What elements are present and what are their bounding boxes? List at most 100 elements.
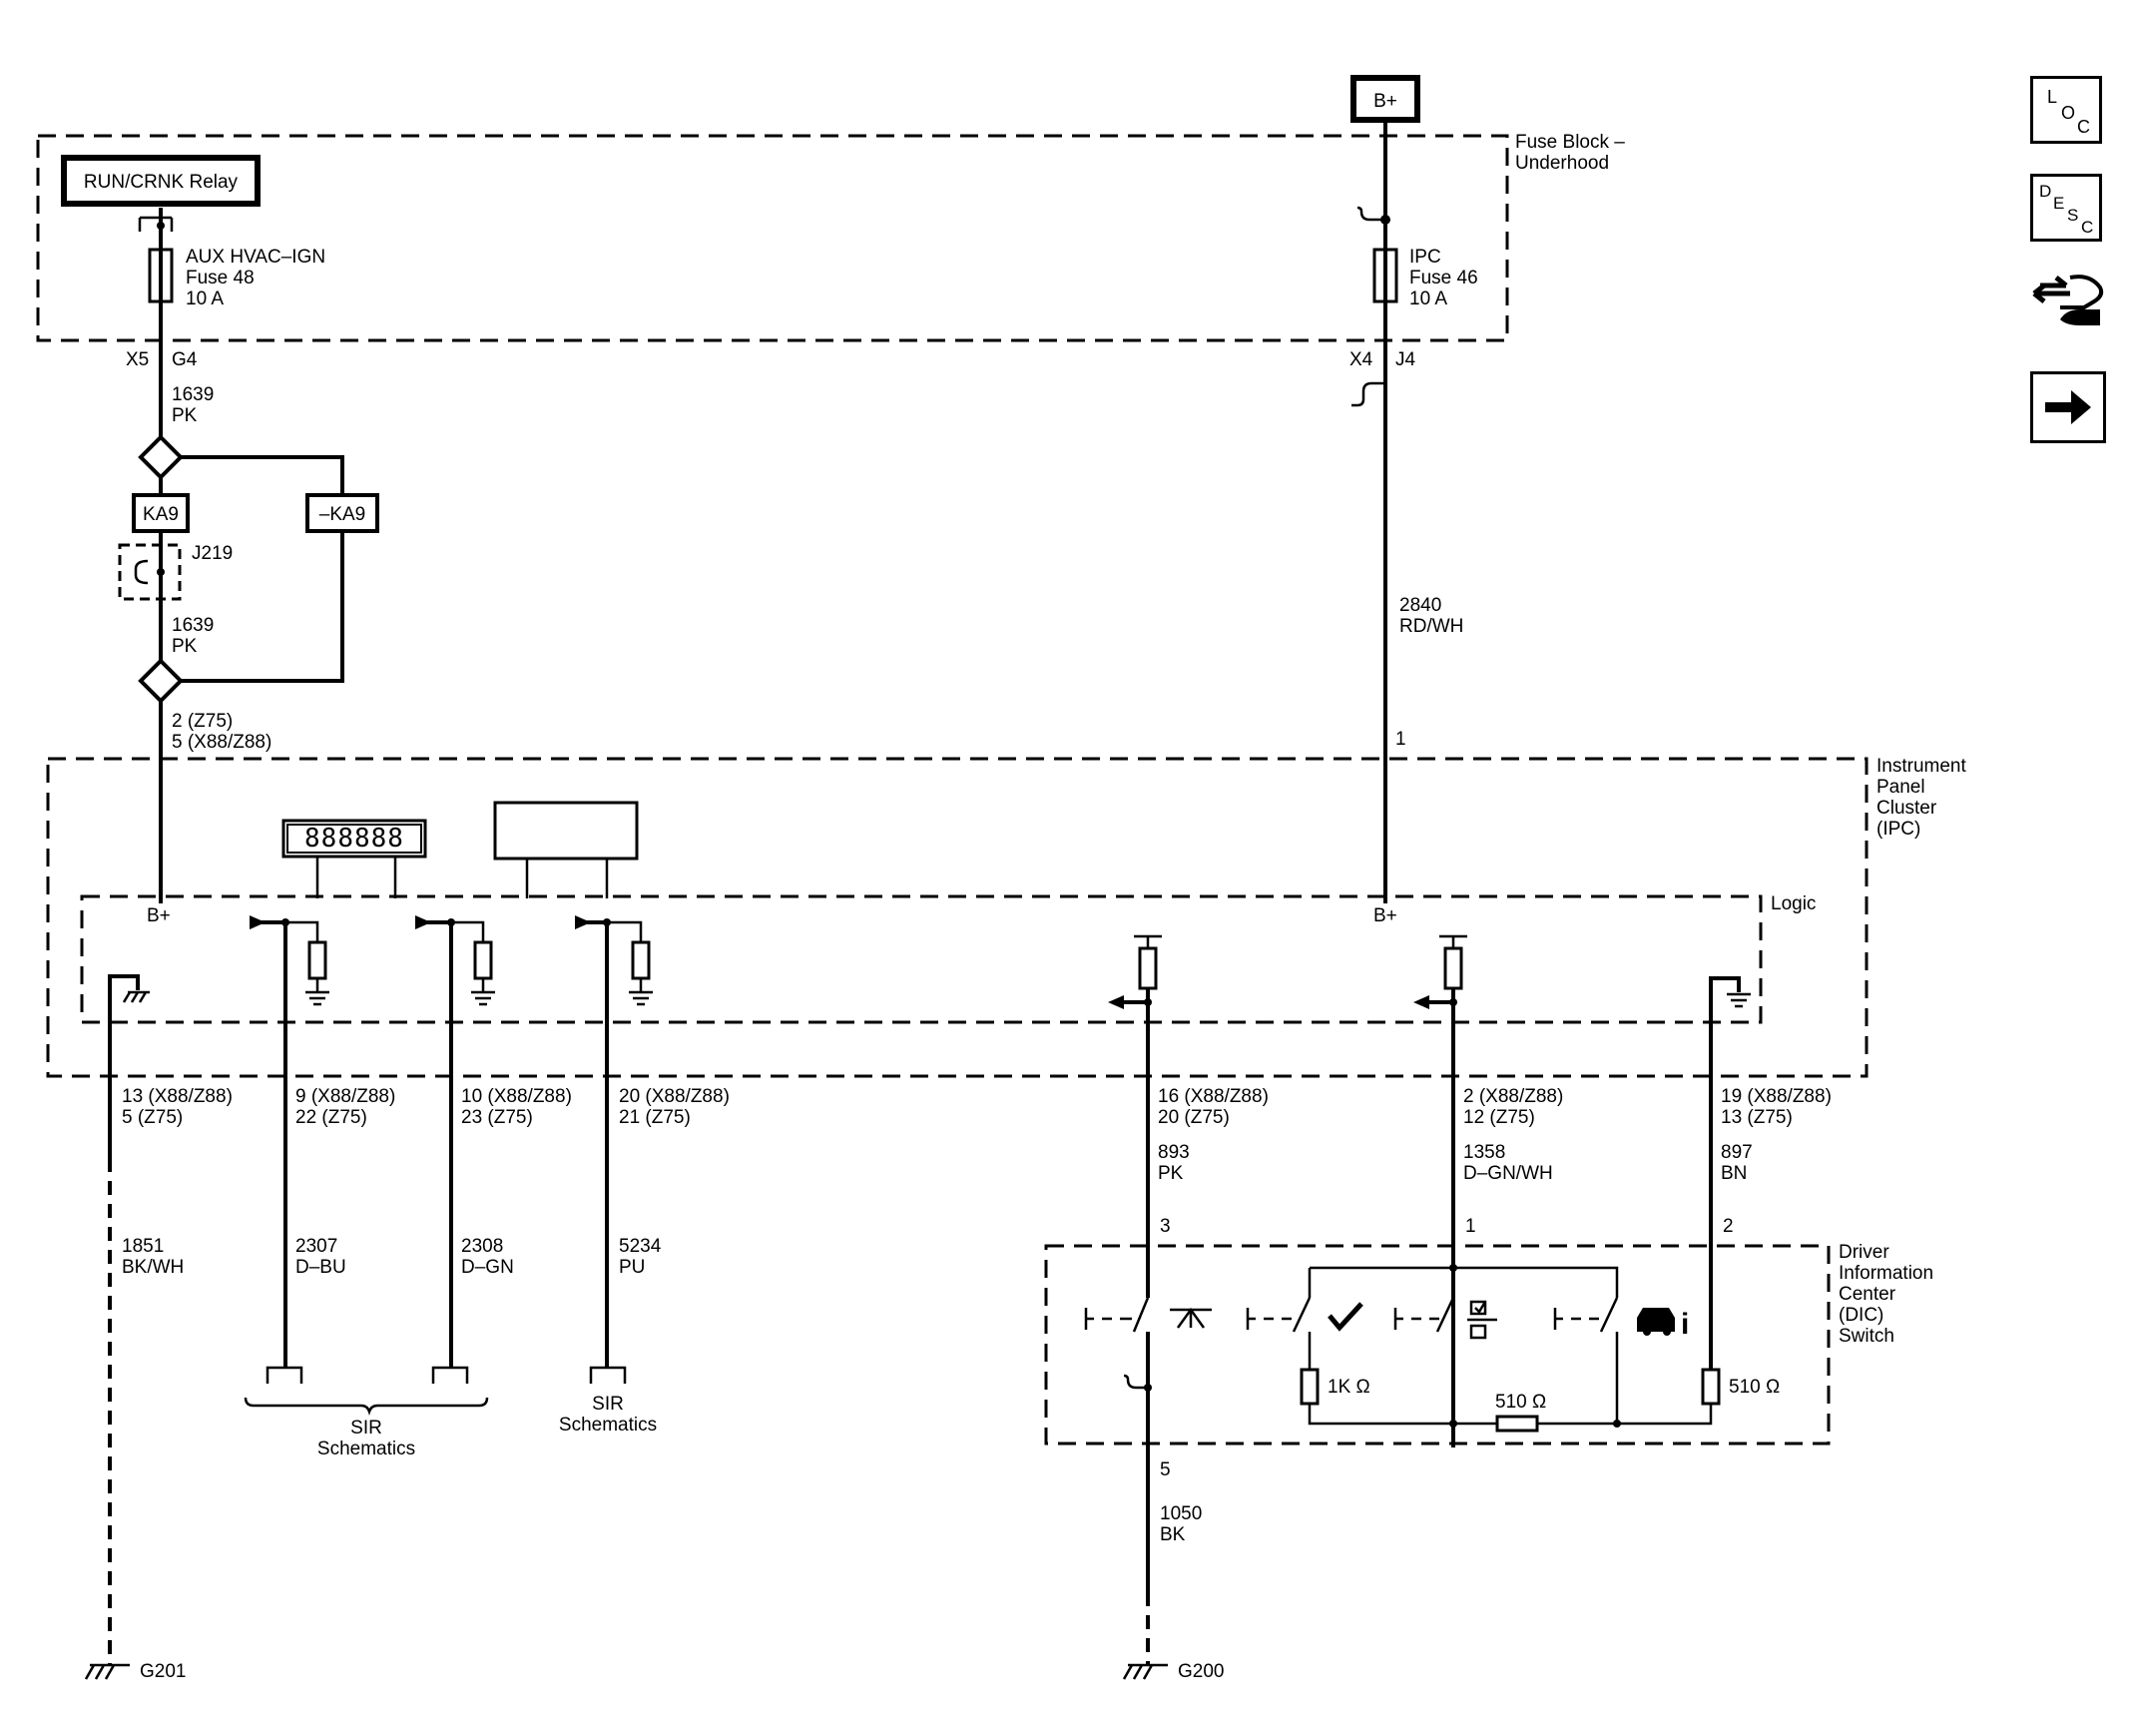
dic-switch-trip xyxy=(1084,1238,1212,1597)
svg-text:D: D xyxy=(2039,182,2051,201)
ground-g200-icon: G200 xyxy=(1122,1661,1224,1682)
arrow-right-icon xyxy=(2045,390,2091,424)
dic-switch-vehicle: i xyxy=(1553,1297,1689,1428)
pin-10-a: 10 (X88/Z88) xyxy=(461,1086,572,1107)
bus-bar-stub-icon xyxy=(1356,206,1385,222)
ipc-pin-left-1: 2 (Z75) xyxy=(172,711,233,732)
conn-j4: J4 xyxy=(1395,349,1416,370)
ipc-title-2: Panel xyxy=(1876,777,1925,798)
svg-text:O: O xyxy=(2061,103,2075,123)
b-plus-source-box: B+ xyxy=(1350,75,1420,123)
splice-j219-label: J219 xyxy=(192,543,233,564)
wire-897-color: BN xyxy=(1721,1163,1747,1184)
wire-2308-num: 2308 xyxy=(461,1236,503,1257)
pin-13-b: 5 (Z75) xyxy=(122,1107,183,1128)
side-icon-desc[interactable]: D E S C xyxy=(2030,174,2102,242)
fuse46-number: Fuse 46 xyxy=(1409,268,1478,289)
odometer-digits: 888888 xyxy=(304,824,404,854)
pin-20-a: 20 (X88/Z88) xyxy=(619,1086,730,1107)
dic-switch-boundary xyxy=(1044,1244,1831,1446)
fuse-block-title-1: Fuse Block – xyxy=(1515,132,1625,153)
checkmark-icon xyxy=(1328,1302,1363,1332)
conn-x4: X4 xyxy=(1349,349,1373,370)
relay-output-bus xyxy=(138,208,174,250)
resistor-1k-label: 1K Ω xyxy=(1328,1377,1370,1398)
ipc-boundary xyxy=(46,757,1869,1078)
resistor-1k xyxy=(1300,1368,1320,1406)
ipc-internal-ground-right xyxy=(1709,976,1751,1368)
fuse46-name: IPC xyxy=(1409,247,1441,268)
option-split-diamond-lower xyxy=(138,658,184,704)
pin-10-b: 23 (Z75) xyxy=(461,1107,533,1128)
fuse-block-boundary xyxy=(36,134,1509,342)
wire-2307-color: D–BU xyxy=(295,1257,346,1278)
wire-1851-num: 1851 xyxy=(122,1236,164,1257)
info-glyph: i xyxy=(1681,1308,1689,1341)
ipc-bplus-right: B+ xyxy=(1373,905,1397,926)
dic-switch-info xyxy=(1393,1297,1497,1428)
conn-x5: X5 xyxy=(126,349,149,370)
relay-label: RUN/CRNK Relay xyxy=(84,172,239,193)
wire-1639a-color: PK xyxy=(172,405,198,426)
dic-title-5: Switch xyxy=(1839,1326,1894,1347)
pin-19-a: 19 (X88/Z88) xyxy=(1721,1086,1832,1107)
wire-1050-num: 1050 xyxy=(1160,1503,1202,1524)
option-ka9-box: KA9 xyxy=(132,493,190,533)
ipc-pin-right: 1 xyxy=(1395,729,1406,750)
ipc-switch-input-2 xyxy=(1413,934,1467,1262)
pin-16-a: 16 (X88/Z88) xyxy=(1158,1086,1269,1107)
dic-pin-2: 2 xyxy=(1723,1216,1734,1237)
ground-g201-icon: G201 xyxy=(84,1661,186,1682)
side-icon-next[interactable] xyxy=(2030,371,2106,443)
connector-end-view-icon xyxy=(2032,275,2104,325)
dic-pin-5: 5 xyxy=(1160,1459,1171,1480)
ipc-switch-input-16 xyxy=(1108,934,1162,1238)
sir2-line2: Schematics xyxy=(559,1415,657,1436)
sir2-line1: SIR xyxy=(592,1394,624,1415)
description-icon: D E S C xyxy=(2039,182,2093,237)
wire-2840-num: 2840 xyxy=(1399,595,1441,616)
vehicle-icon xyxy=(1637,1308,1675,1332)
wire-1639a-num: 1639 xyxy=(172,384,214,405)
dic-title-1: Driver xyxy=(1839,1242,1889,1263)
fuse48-rating: 10 A xyxy=(186,289,224,309)
dic-pin-1: 1 xyxy=(1465,1216,1476,1237)
sir-connector-2308 xyxy=(431,1366,469,1384)
wire-2307-num: 2307 xyxy=(295,1236,337,1257)
menu-list-icon xyxy=(1467,1300,1497,1340)
dic-title-4: (DIC) xyxy=(1839,1305,1883,1326)
wire-893-color: PK xyxy=(1158,1163,1184,1184)
dic-return-to-bus xyxy=(1617,1404,1713,1426)
wire-1639b-num: 1639 xyxy=(172,615,214,636)
svg-text:KA9: KA9 xyxy=(143,504,179,525)
pin-2-a: 2 (X88/Z88) xyxy=(1463,1086,1563,1107)
ground-g201-label: G201 xyxy=(140,1661,186,1682)
splice-j219-box xyxy=(118,543,182,601)
side-icon-loc[interactable]: L O C xyxy=(2030,76,2102,144)
wire-1358-num: 1358 xyxy=(1463,1142,1505,1163)
wire-1851-color: BK/WH xyxy=(122,1257,184,1278)
ipc-pin-left-2: 5 (X88/Z88) xyxy=(172,732,271,753)
wire-1358-color: D–GN/WH xyxy=(1463,1163,1553,1184)
fuse46-rating: 10 A xyxy=(1409,289,1447,309)
wire-5234-num: 5234 xyxy=(619,1236,662,1257)
dic-title-3: Center xyxy=(1839,1284,1896,1305)
svg-text:S: S xyxy=(2067,206,2078,225)
wire-1050-color: BK xyxy=(1160,1524,1186,1545)
pin-16-b: 20 (Z75) xyxy=(1158,1107,1230,1128)
fuse-48: AUX HVAC–IGN Fuse 48 10 A xyxy=(148,247,325,309)
dic-title-2: Information xyxy=(1839,1263,1933,1284)
ipc-title-1: Instrument xyxy=(1876,756,1966,777)
logic-label: Logic xyxy=(1771,893,1816,914)
conn-g4: G4 xyxy=(172,349,198,370)
wire-2308-color: D–GN xyxy=(461,1257,514,1278)
resistor-510-right xyxy=(1701,1368,1721,1406)
sir-connector-5234 xyxy=(589,1366,627,1384)
message-display xyxy=(493,801,639,898)
svg-text:–KA9: –KA9 xyxy=(319,504,365,525)
option-split-diamond-upper xyxy=(138,434,184,480)
ipc-input-circuit-9 xyxy=(250,915,329,1368)
side-icon-connector[interactable] xyxy=(2030,264,2106,345)
b-plus-label: B+ xyxy=(1373,91,1397,112)
